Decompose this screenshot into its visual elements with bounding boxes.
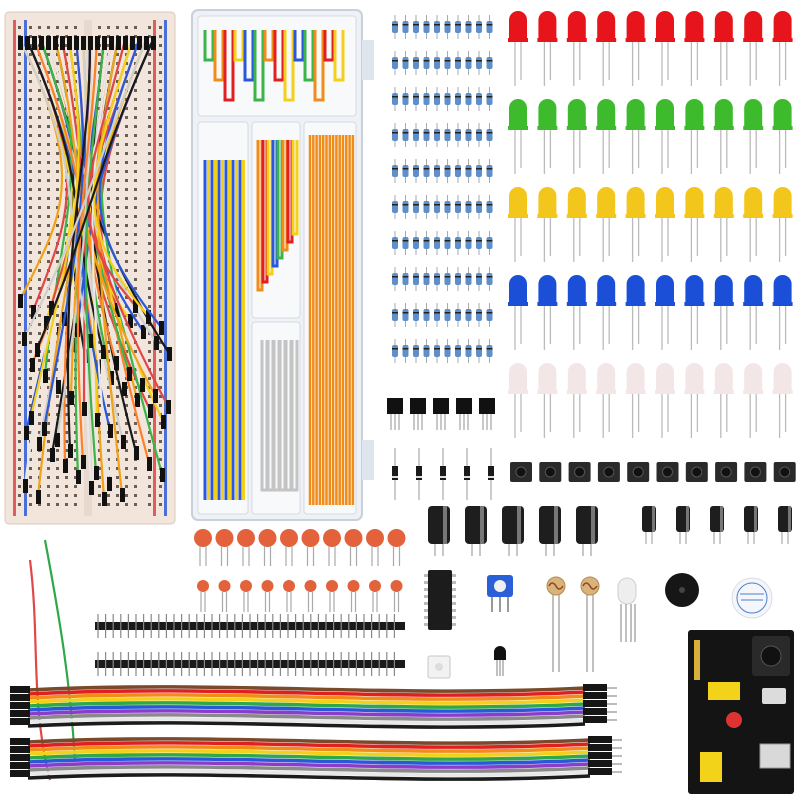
ceramic-capacitor-icon xyxy=(194,529,406,612)
buzzer-icon xyxy=(665,573,773,619)
small-transistor xyxy=(494,646,506,676)
photoresistor-icon xyxy=(546,576,600,672)
potentiometer-icon xyxy=(487,575,513,612)
rgb-led-icon xyxy=(617,577,637,642)
pin-header-icon xyxy=(95,614,405,676)
ic-chip-icon xyxy=(424,570,456,630)
push-button-icon xyxy=(510,462,796,482)
ribbon-cable-icon xyxy=(10,684,622,781)
wire-kit-box-icon xyxy=(191,9,374,521)
electrolytic-capacitor-icon xyxy=(428,506,792,556)
power-module-icon xyxy=(688,630,794,794)
resistor-icon xyxy=(392,15,493,363)
box-wires xyxy=(203,30,355,505)
optocoupler-chip xyxy=(427,655,451,679)
diode-icon xyxy=(392,448,494,500)
led-icon xyxy=(508,11,793,438)
jumper-wire-icon xyxy=(18,36,172,781)
transistor-icon xyxy=(387,398,495,430)
